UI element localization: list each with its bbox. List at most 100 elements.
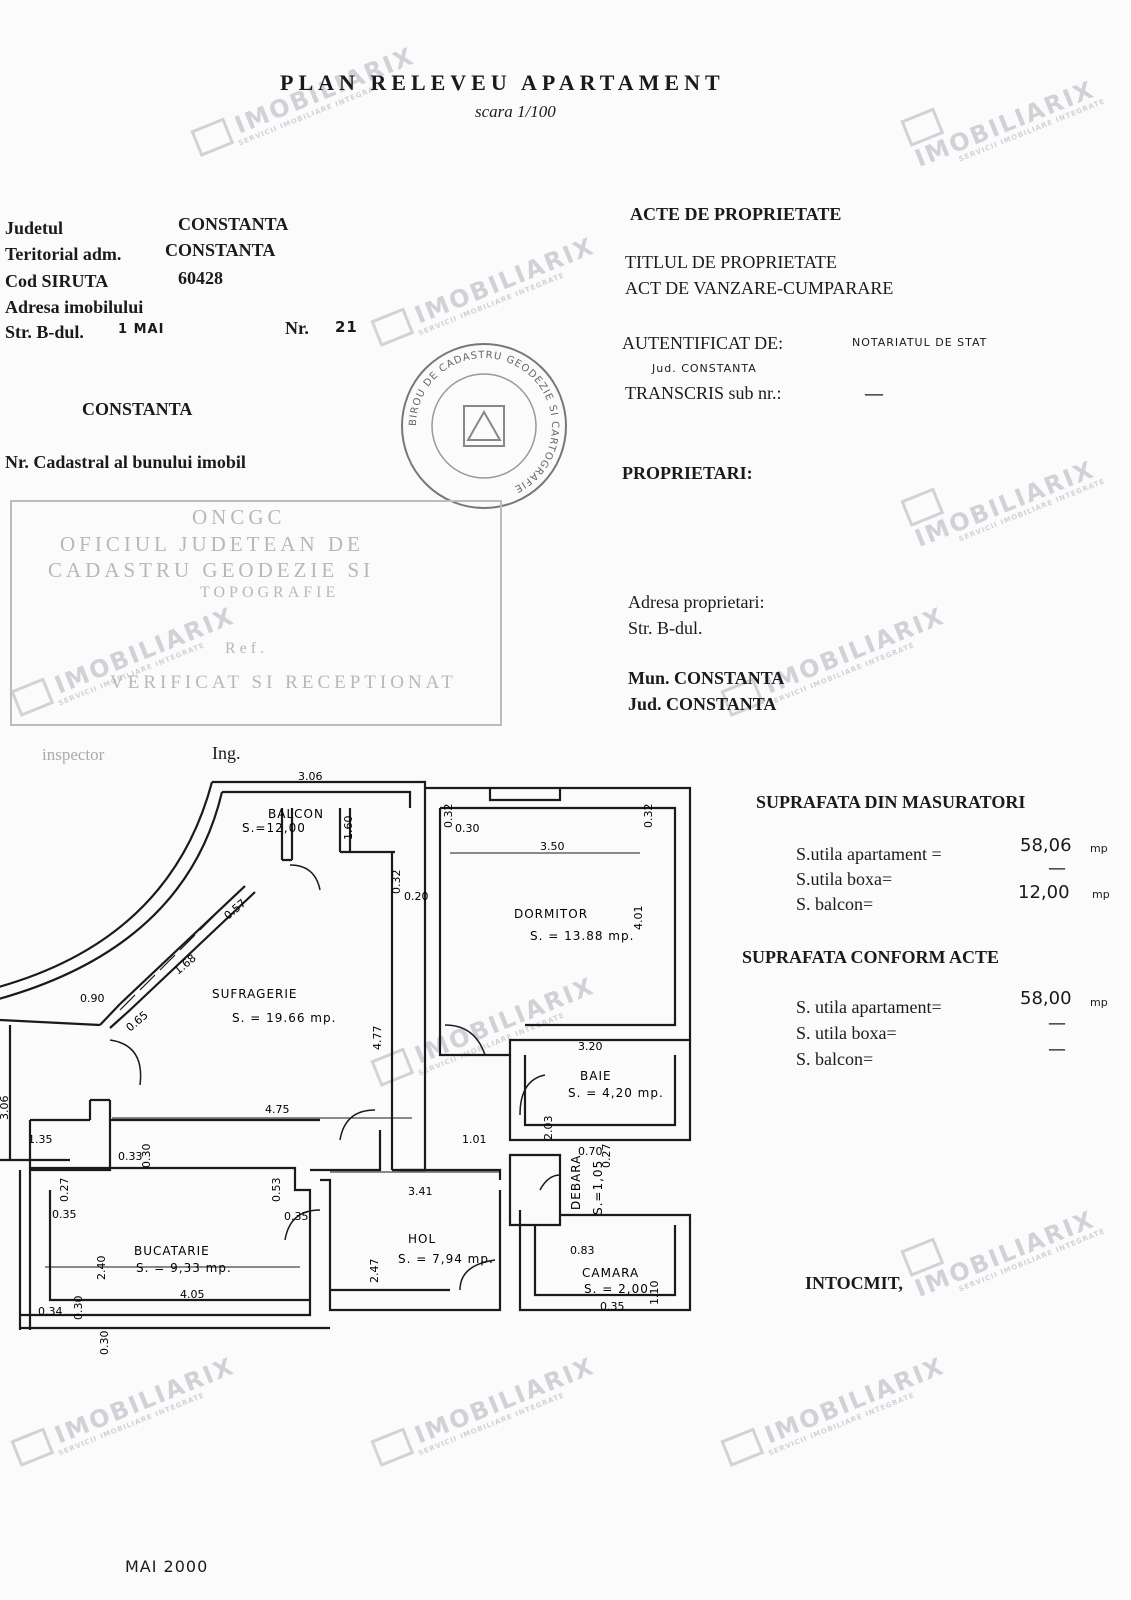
dimension-label: 0.35 bbox=[52, 1208, 77, 1221]
street-label: Str. B-dul. bbox=[5, 322, 84, 342]
dimension-label: 4.05 bbox=[180, 1288, 205, 1301]
authenticated-county: Jud. CONSTANTA bbox=[652, 362, 757, 375]
scale-label: scara 1/100 bbox=[475, 102, 556, 121]
transcris-value: — bbox=[865, 383, 883, 403]
room-name: BALCON bbox=[268, 807, 324, 821]
dimension-label: 3.50 bbox=[540, 840, 565, 853]
floor-plan: BALCON S.=12,00 SUFRAGERIE S. = 19.66 mp… bbox=[0, 770, 692, 1356]
dimension-label: 0.70 bbox=[578, 1145, 603, 1158]
surface-measured-heading: SUPRAFATA DIN MASURATORI bbox=[756, 792, 1026, 812]
dimension-label: 0.53 bbox=[270, 1178, 283, 1203]
surface-value: 58,06 bbox=[1020, 835, 1072, 856]
dimension-label: 3.20 bbox=[578, 1040, 603, 1053]
dimension-label: 0.30 bbox=[72, 1296, 85, 1321]
dimension-label: 0.32 bbox=[390, 870, 403, 895]
rect-stamp bbox=[10, 500, 502, 726]
dimension-label: 0.30 bbox=[140, 1144, 153, 1169]
room-area: S. = 2,00 bbox=[584, 1282, 649, 1296]
owners-heading: PROPRIETARI: bbox=[622, 463, 753, 483]
surface-label: S. balcon= bbox=[796, 894, 874, 914]
cadastral-label: Nr. Cadastral al bunului imobil bbox=[5, 452, 246, 472]
owners-street: Str. B-dul. bbox=[628, 618, 703, 638]
room-name: SUFRAGERIE bbox=[212, 987, 298, 1001]
surface-acts-heading: SUPRAFATA CONFORM ACTE bbox=[742, 947, 1000, 967]
dimension-label: 0.30 bbox=[98, 1331, 111, 1356]
number-label: Nr. bbox=[285, 318, 309, 338]
territory-value: CONSTANTA bbox=[165, 240, 276, 260]
rect-stamp-line: CADASTRU GEODEZIE SI bbox=[48, 558, 375, 582]
dimension-label: 4.01 bbox=[632, 906, 645, 931]
dimension-label: 0.33 bbox=[118, 1150, 143, 1163]
dimension-label: 1.35 bbox=[28, 1133, 53, 1146]
ing-label: Ing. bbox=[212, 743, 241, 763]
page-title: PLAN RELEVEU APARTAMENT bbox=[280, 70, 725, 95]
round-stamp-text: BIROU DE CADASTRU GEODEZIE SI CARTOGRAFI… bbox=[408, 350, 559, 495]
room-name: CAMARA bbox=[582, 1266, 639, 1280]
svg-text:BIROU DE CADASTRU GEODEZIE SI: BIROU DE CADASTRU GEODEZIE SI CARTOGRAFI… bbox=[408, 350, 560, 495]
surface-value: — bbox=[1048, 858, 1066, 879]
rect-stamp-line: ONCGC bbox=[192, 505, 286, 529]
surface-value: — bbox=[1048, 1039, 1066, 1060]
surface-label: S. balcon= bbox=[796, 1049, 874, 1069]
surface-label: S.utila boxa= bbox=[796, 869, 893, 889]
dimension-label: 0.35 bbox=[600, 1300, 625, 1313]
balcony-wall-inner bbox=[222, 790, 412, 808]
surface-label: S. utila boxa= bbox=[796, 1023, 897, 1043]
surface-label: S. utila apartament= bbox=[796, 997, 942, 1017]
dimension-label: 2.03 bbox=[542, 1116, 555, 1141]
date-label: MAI 2000 bbox=[125, 1557, 209, 1576]
room-area: S. = 7,94 mp. bbox=[398, 1252, 494, 1266]
room-name: DORMITOR bbox=[514, 907, 588, 921]
siruta-value: 60428 bbox=[178, 268, 223, 288]
room-area: S. = 9,33 mp. bbox=[136, 1261, 232, 1275]
sale-act: ACT DE VANZARE-CUMPARARE bbox=[625, 278, 894, 298]
rect-stamp-line: TOPOGRAFIE bbox=[200, 584, 340, 601]
room-area: S. = 19.66 mp. bbox=[232, 1011, 336, 1025]
intocmit-label: INTOCMIT, bbox=[805, 1273, 903, 1293]
window-hatch bbox=[119, 894, 236, 1011]
county-value: CONSTANTA bbox=[178, 214, 289, 234]
street-value: 1 MAI bbox=[118, 322, 165, 337]
surface-value: 58,00 bbox=[1020, 988, 1072, 1009]
dimension-label: 0.27 bbox=[600, 1144, 613, 1169]
dimension-label: 2.40 bbox=[95, 1256, 108, 1281]
authenticated-label: AUTENTIFICAT DE: bbox=[622, 333, 784, 353]
dimension-label: 4.77 bbox=[371, 1026, 384, 1051]
dimension-label: 0.32 bbox=[642, 804, 655, 829]
room-area: S. = 13.88 mp. bbox=[530, 929, 634, 943]
dimension-label: 3.41 bbox=[408, 1185, 433, 1198]
siruta-label: Cod SIRUTA bbox=[5, 271, 109, 291]
rect-stamp-line: VERIFICAT SI RECEPTIONAT bbox=[110, 672, 457, 693]
address-label: Adresa imobilului bbox=[5, 297, 144, 317]
authenticated-value: NOTARIATUL DE STAT bbox=[852, 336, 988, 349]
surface-value: 12,00 bbox=[1018, 882, 1070, 903]
surface-unit: mp bbox=[1090, 842, 1108, 855]
room-area: S.=1,05 bbox=[591, 1160, 605, 1215]
room-name: BAIE bbox=[580, 1069, 612, 1083]
inspector-label: inspector bbox=[42, 745, 105, 764]
owners-address-label: Adresa proprietari: bbox=[628, 592, 765, 612]
dimension-label: 0.90 bbox=[80, 992, 105, 1005]
dimension-label: 0.32 bbox=[442, 804, 455, 829]
room-name: HOL bbox=[408, 1232, 436, 1246]
dimension-label: 0.30 bbox=[455, 822, 480, 835]
county-label: Judetul bbox=[5, 218, 64, 238]
dimension-label: 1.10 bbox=[648, 1281, 661, 1306]
dimension-label: 3.06 bbox=[0, 1096, 11, 1121]
dimension-label: 3.06 bbox=[298, 770, 323, 783]
balcony-curve-inner bbox=[0, 791, 224, 1000]
balcony-outer-wall bbox=[212, 780, 427, 808]
rect-stamp-line: Ref. bbox=[225, 640, 269, 657]
rect-stamp-line: OFICIUL JUDETEAN DE bbox=[60, 532, 364, 556]
number-value: 21 bbox=[335, 318, 358, 336]
room-name: BUCATARIE bbox=[134, 1244, 210, 1258]
room-area: S.=12,00 bbox=[242, 821, 306, 835]
dimension-label: 1.60 bbox=[342, 816, 355, 841]
dimension-label: 4.75 bbox=[265, 1103, 290, 1116]
